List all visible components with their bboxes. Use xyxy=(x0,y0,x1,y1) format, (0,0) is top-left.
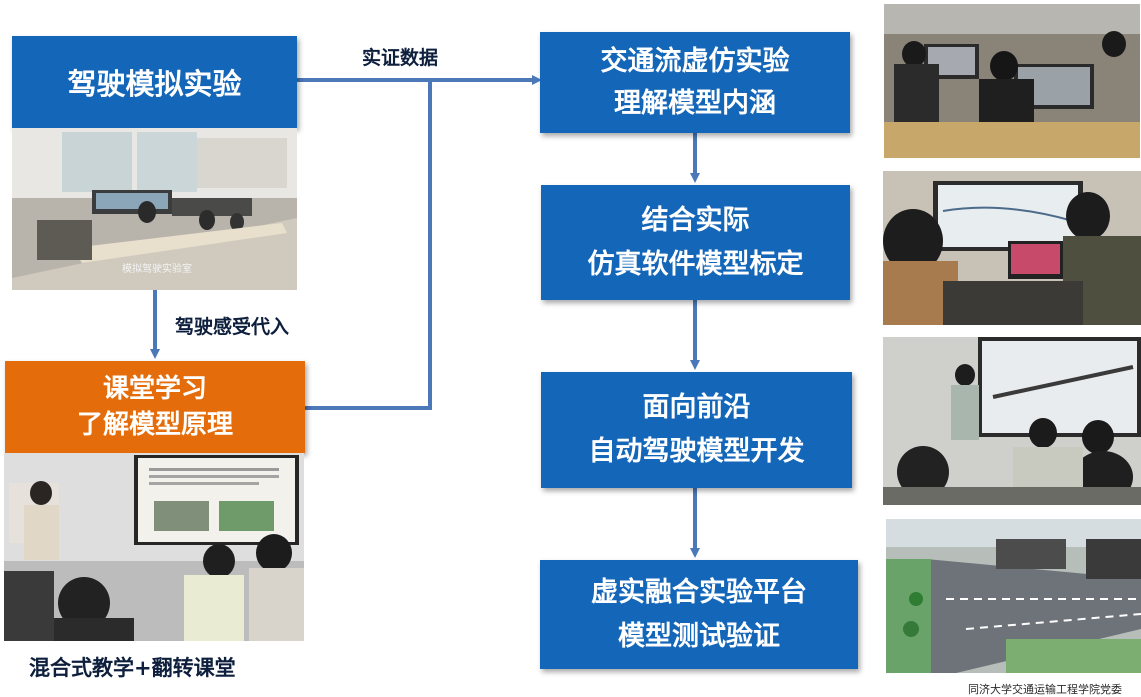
flow-box-2-line2: 仿真软件模型标定 xyxy=(587,248,804,280)
flow-box-platform: 虚实融合实验平台 模型测试验证 xyxy=(540,560,858,669)
driving-sim-photo: 模拟驾驶实验室 xyxy=(12,128,297,290)
classroom-box: 课堂学习 了解模型原理 xyxy=(5,361,305,453)
flow-box-3-line2: 自动驾驶模型开发 xyxy=(588,436,805,467)
arrow-label-empirical-data: 实证数据 xyxy=(362,47,439,69)
driving-sim-box: 驾驶模拟实验 xyxy=(12,36,297,128)
flow-box-3-line1: 面向前沿 xyxy=(642,392,751,423)
flow-box-4-line1: 虚实融合实验平台 xyxy=(591,576,807,608)
bottom-caption: 混合式教学+翻转课堂 xyxy=(29,656,236,680)
flow-box-1-line2: 理解模型内涵 xyxy=(614,87,776,119)
arrow-label-driving-experience: 驾驶感受代入 xyxy=(175,316,290,338)
photo-test-platform xyxy=(886,519,1141,673)
sim-photo-caption: 模拟驾驶实验室 xyxy=(122,264,192,275)
flow-box-traffic-sim: 交通流虚仿实验 理解模型内涵 xyxy=(540,32,850,133)
photo-computer-lab xyxy=(884,4,1140,158)
photo-software-calibration xyxy=(883,171,1141,325)
flow-box-autonomous: 面向前沿 自动驾驶模型开发 xyxy=(541,372,852,488)
flow-box-2-line1: 结合实际 xyxy=(641,204,750,236)
footer-credit: 同济大学交通运输工程学院党委 xyxy=(968,683,1122,696)
classroom-line1: 课堂学习 xyxy=(102,374,207,404)
connector-class-to-flow xyxy=(305,80,432,410)
flow-box-1-line1: 交通流虚仿实验 xyxy=(600,45,790,77)
flow-box-calibration: 结合实际 仿真软件模型标定 xyxy=(541,185,850,300)
flow-box-4-line2: 模型测试验证 xyxy=(618,620,780,652)
photo-presentation xyxy=(883,337,1141,505)
driving-sim-title: 驾驶模拟实验 xyxy=(67,67,242,101)
classroom-photo xyxy=(4,453,304,641)
classroom-line2: 了解模型原理 xyxy=(76,410,233,440)
